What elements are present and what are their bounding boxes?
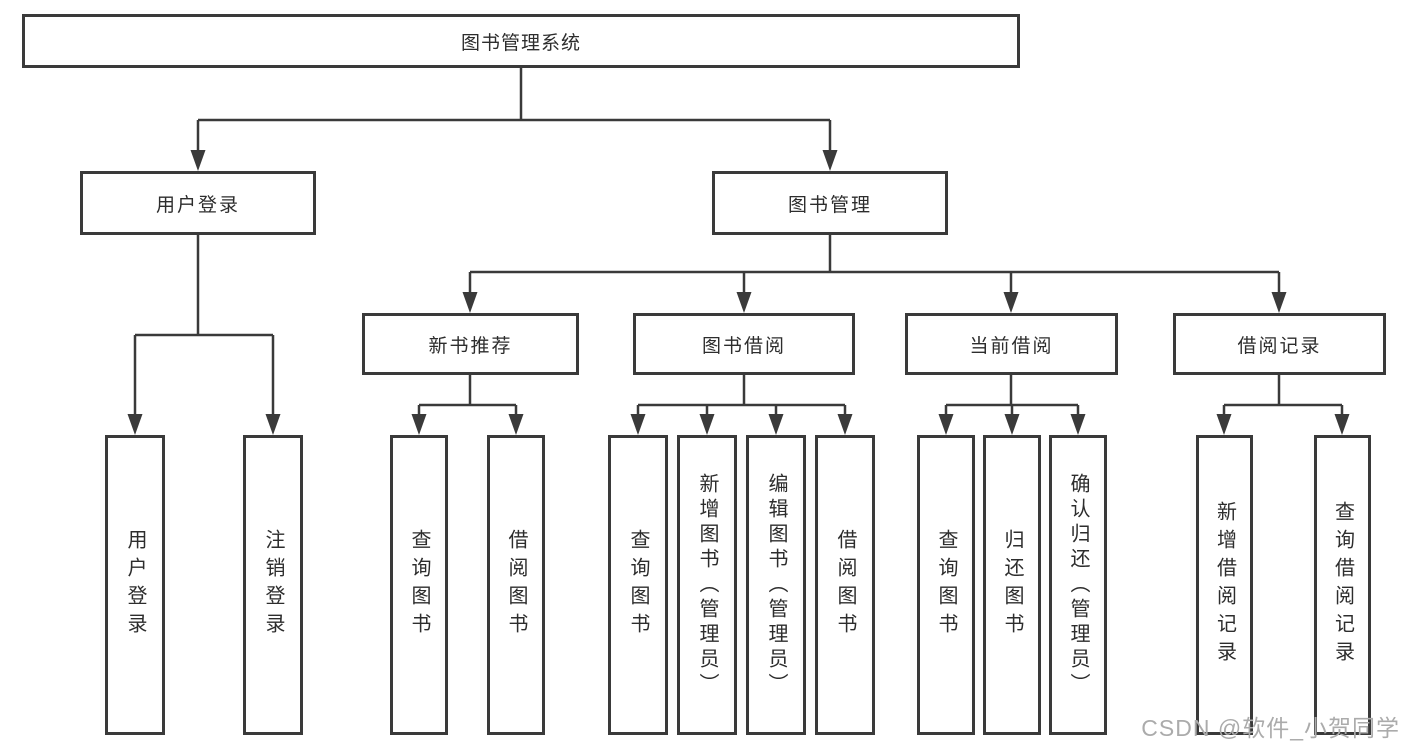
leaf-query-book-1-label: 查询图书 [408, 529, 430, 641]
leaf-return-book-label: 归还图书 [1001, 529, 1023, 641]
leaf-user-login-label: 用户登录 [124, 529, 146, 641]
leaf-borrow-book-2: 借阅图书 [815, 435, 875, 735]
leaf-edit-book: 编辑图书（管理员） [746, 435, 806, 735]
leaf-add-borrow-record: 新增借阅记录 [1196, 435, 1253, 735]
node-root: 图书管理系统 [22, 14, 1020, 68]
leaf-logout: 注销登录 [243, 435, 303, 735]
leaf-return-book: 归还图书 [983, 435, 1041, 735]
node-current-borrow: 当前借阅 [905, 313, 1118, 375]
leaf-borrow-book-2-label: 借阅图书 [834, 529, 856, 641]
leaf-edit-book-label: 编辑图书（管理员） [765, 472, 787, 698]
leaf-add-book: 新增图书（管理员） [677, 435, 737, 735]
leaf-query-book-3: 查询图书 [917, 435, 975, 735]
leaf-query-book-3-label: 查询图书 [935, 529, 957, 641]
leaf-user-login: 用户登录 [105, 435, 165, 735]
leaf-query-book-2: 查询图书 [608, 435, 668, 735]
leaf-confirm-return: 确认归还（管理员） [1049, 435, 1107, 735]
leaf-confirm-return-label: 确认归还（管理员） [1067, 472, 1089, 698]
leaf-borrow-book-1: 借阅图书 [487, 435, 545, 735]
node-user-login: 用户登录 [80, 171, 316, 235]
leaf-query-book-1: 查询图书 [390, 435, 448, 735]
node-book-management: 图书管理 [712, 171, 948, 235]
leaf-borrow-book-1-label: 借阅图书 [505, 529, 527, 641]
leaf-logout-label: 注销登录 [262, 529, 284, 641]
node-new-book-recommend: 新书推荐 [362, 313, 579, 375]
node-borrow-record: 借阅记录 [1173, 313, 1386, 375]
node-book-borrow: 图书借阅 [633, 313, 855, 375]
leaf-query-borrow-record: 查询借阅记录 [1314, 435, 1371, 735]
leaf-query-borrow-record-label: 查询借阅记录 [1331, 501, 1354, 669]
leaf-add-borrow-record-label: 新增借阅记录 [1213, 501, 1236, 669]
leaf-query-book-2-label: 查询图书 [627, 529, 649, 641]
leaf-add-book-label: 新增图书（管理员） [696, 472, 718, 698]
